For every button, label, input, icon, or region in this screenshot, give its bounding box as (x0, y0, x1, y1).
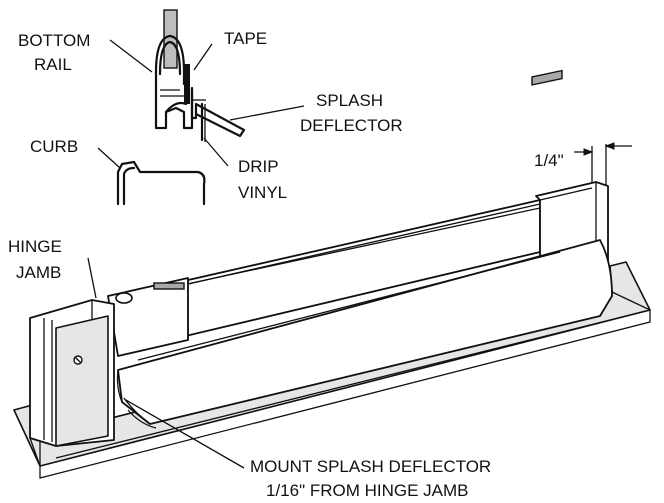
leader-curb (97, 147, 121, 169)
mount-instruction-line2: 1/16" FROM HINGE JAMB (266, 481, 469, 500)
bottom-rail-profile (154, 34, 186, 86)
tape-strip (184, 64, 190, 104)
dimension-label: 1/4" (534, 151, 564, 170)
splash-deflector-label-line2: DEFLECTOR (300, 116, 403, 135)
curb-label: CURB (30, 137, 78, 156)
cross-section-detail: BOTTOM RAIL TAPE SPLASH DEFLECTOR CURB D… (18, 9, 403, 206)
mount-instruction-line1: MOUNT SPLASH DEFLECTOR (250, 457, 491, 476)
curb-profile (116, 160, 206, 206)
leader-splash (229, 105, 305, 121)
hinge-jamb-label-line2: JAMB (16, 263, 61, 282)
bottom-rail-section (107, 277, 189, 357)
splash-deflector-profile (190, 86, 246, 138)
dimension-callout: 1/4" (534, 142, 632, 238)
drip-vinyl-label-line2: VINYL (238, 183, 287, 202)
splash-deflector (117, 239, 613, 425)
hinge-jamb-label-line1: HINGE (8, 237, 62, 256)
tape-label: TAPE (224, 29, 267, 48)
leader-mount (125, 399, 245, 469)
perspective-assembly (13, 69, 651, 479)
leader-drip (203, 137, 229, 167)
splash-deflector-label-line1: SPLASH (316, 91, 383, 110)
leader-bottom-rail (109, 39, 153, 73)
bottom-rail-label-line1: BOTTOM (18, 31, 90, 50)
leader-hinge-jamb (87, 257, 97, 299)
leader-tape (193, 43, 213, 71)
bottom-rail-label-line2: RAIL (34, 55, 72, 74)
drip-vinyl-label-line1: DRIP (238, 157, 279, 176)
